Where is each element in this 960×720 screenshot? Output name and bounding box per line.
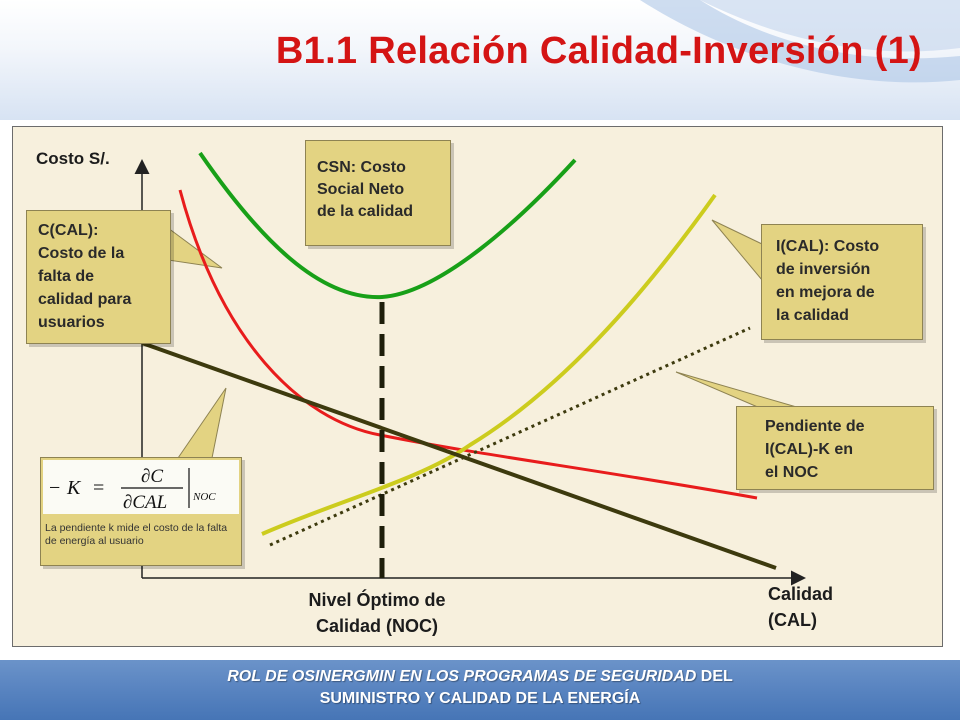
k-line xyxy=(141,341,777,570)
svg-text:∂C: ∂C xyxy=(141,466,163,487)
pendiente-callout: Pendiente de I(CAL)-K en el NOC xyxy=(736,406,934,490)
footer-line-1: ROL DE OSINERGMIN EN LOS PROGRAMAS DE SE… xyxy=(0,666,960,688)
svg-text:∂CAL: ∂CAL xyxy=(123,492,167,513)
ical-callout-line: en mejora de xyxy=(776,284,875,301)
pendiente-pointer xyxy=(675,371,801,409)
csn-callout-line: Social Neto xyxy=(317,181,405,198)
ical-callout-line: de inversión xyxy=(776,261,871,278)
x-axis-label-line2: (CAL) xyxy=(768,610,817,630)
ical-callout: I(CAL): Costo de inversión en mejora de … xyxy=(761,224,923,340)
ical-callout-line: I(CAL): Costo xyxy=(776,238,880,255)
footer-band xyxy=(0,660,960,720)
csn-callout-line: CSN: Costo xyxy=(317,159,406,176)
formula-callout: − K = ∂C ∂CAL NOC La pendiente k mide el… xyxy=(40,457,242,566)
header-swoosh xyxy=(640,0,960,83)
footer-italic: ROL DE OSINERGMIN EN LOS PROGRAMAS DE SE… xyxy=(227,668,697,685)
footer-line-2: SUMINISTRO Y CALIDAD DE LA ENERGÍA xyxy=(319,690,641,707)
ccal-callout-line: calidad para xyxy=(38,291,132,308)
slide-title: B1.1 Relación Calidad-Inversión (1) xyxy=(275,30,922,72)
formula-note: La pendiente k mide el costo de la falta… xyxy=(45,522,228,547)
svg-text:K: K xyxy=(66,477,82,499)
noc-label-line1: Nivel Óptimo de xyxy=(308,590,446,610)
ical-pointer xyxy=(711,219,763,282)
pendiente-callout-line: el NOC xyxy=(765,464,819,481)
csn-curve xyxy=(198,151,577,300)
noc-label-line2: Calidad (NOC) xyxy=(315,616,438,636)
svg-text:NOC: NOC xyxy=(192,491,216,503)
pendiente-dotted-line xyxy=(269,326,751,547)
x-axis-label-line1: Calidad xyxy=(768,584,834,604)
ccal-callout-line: Costo de la xyxy=(38,245,125,262)
svg-text:−: − xyxy=(49,477,60,499)
svg-text:=: = xyxy=(93,477,104,499)
ical-callout-line: la calidad xyxy=(776,307,849,324)
formula-equation: − K = ∂C ∂CAL NOC xyxy=(43,460,239,514)
csn-callout-line: de la calidad xyxy=(317,203,414,220)
pendiente-callout-line: Pendiente de xyxy=(765,418,865,435)
ccal-callout-line: C(CAL): xyxy=(38,222,99,239)
ccal-callout: C(CAL): Costo de la falta de calidad par… xyxy=(26,210,171,344)
footer-rest: DEL xyxy=(696,668,733,685)
csn-callout: CSN: Costo Social Neto de la calidad xyxy=(305,140,451,246)
pendiente-callout-line: I(CAL)-K en xyxy=(765,441,853,458)
header-band xyxy=(0,0,960,120)
ccal-callout-line: usuarios xyxy=(38,314,105,331)
formula-pointer xyxy=(177,387,227,459)
footer-text: ROL DE OSINERGMIN EN LOS PROGRAMAS DE SE… xyxy=(0,666,960,710)
formula-image: − K = ∂C ∂CAL NOC xyxy=(49,466,216,513)
y-axis-label: Costo S/. xyxy=(36,149,110,168)
i-cal-curve xyxy=(261,193,717,536)
ccal-callout-line: falta de xyxy=(38,268,95,285)
